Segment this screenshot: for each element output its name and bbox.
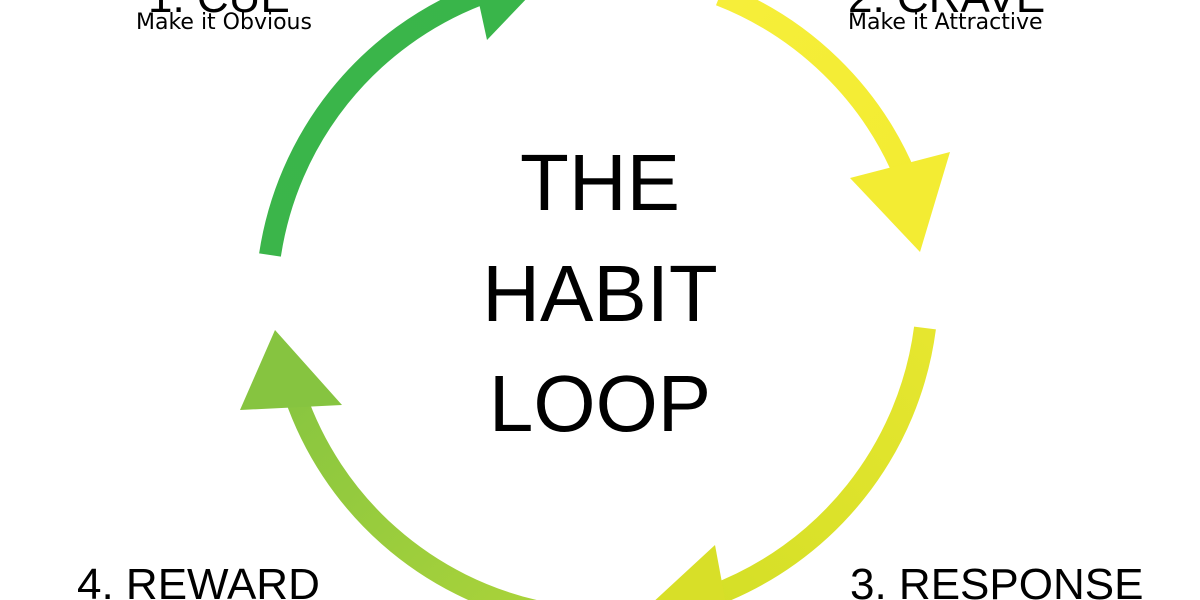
cue-arrow-arc [259, 0, 482, 257]
step-cue-title: 1. CUE [148, 0, 290, 20]
step-crave-subtitle: Make it Attractive [848, 10, 1043, 35]
center-title-line-1: THE [520, 138, 680, 227]
crave-arrowhead [850, 152, 950, 252]
reward-arrow-arc [284, 391, 538, 600]
step-crave-title: 2. CRAVE [848, 0, 1045, 20]
step-response-title: 3. RESPONSE [850, 560, 1144, 600]
cue-arrowhead [478, 0, 526, 40]
response-arrow-arc [708, 326, 936, 600]
center-title-line-3: LOOP [488, 359, 712, 448]
response-arrowhead [655, 545, 726, 600]
step-cue-subtitle: Make it Obvious [136, 10, 312, 35]
center-title-line-2: HABIT [482, 249, 718, 338]
reward-arrowhead [240, 330, 342, 410]
step-reward-title: 4. REWARD [77, 560, 320, 600]
crave-arrow-arc [715, 0, 916, 180]
